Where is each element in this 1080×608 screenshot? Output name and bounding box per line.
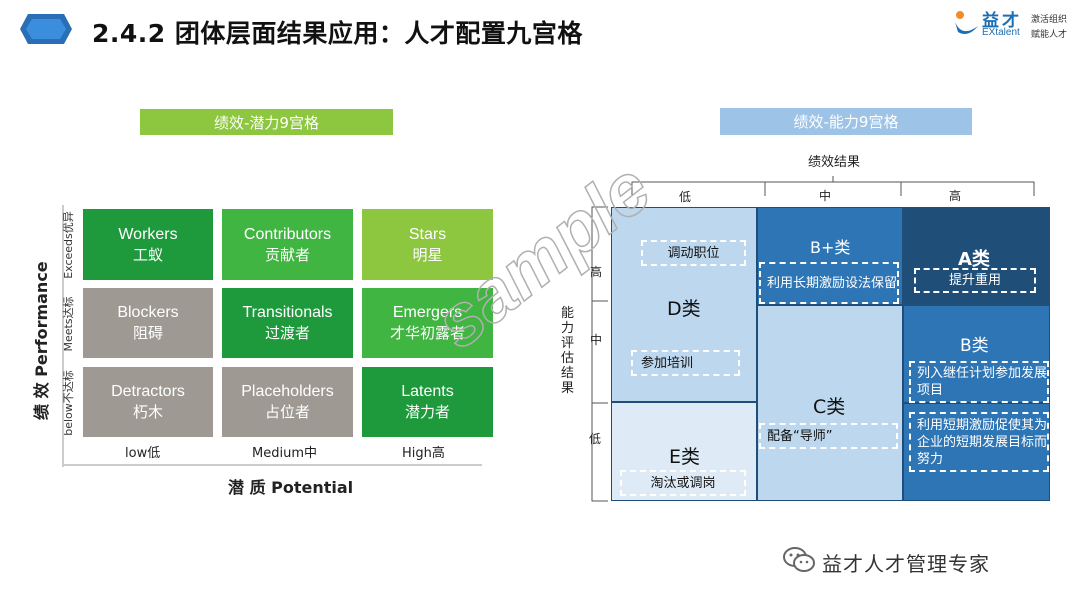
e-label: E类 xyxy=(669,446,701,468)
cell-en: Workers xyxy=(118,225,178,243)
c-label: C类 xyxy=(813,396,846,418)
cell-en: Contributors xyxy=(243,225,332,243)
cell-cn: 贡献者 xyxy=(264,245,310,264)
cell-en: Detractors xyxy=(111,383,185,400)
cell-cn: 明星 xyxy=(412,245,443,264)
slogan-line-2: 赋能人才 xyxy=(1031,30,1068,40)
col-high: 高 xyxy=(949,189,962,203)
cell-en: Blockers xyxy=(117,304,179,321)
y-tick-exceeds: Exceeds优异 xyxy=(62,211,75,279)
page-title: 2.4.2 团体层面结果应用：人才配置九宫格 xyxy=(92,19,583,48)
cell-transitionals: Transitionals 过渡者 xyxy=(222,288,353,358)
cell-bplus xyxy=(757,207,903,305)
left-banner: 绩效-潜力9宫格 xyxy=(140,109,393,135)
c-action: 配备“导师” xyxy=(759,423,898,449)
cell-a xyxy=(903,207,1050,305)
cell-blockers: Blockers 阻碍 xyxy=(83,288,213,358)
col-mid: 中 xyxy=(819,189,832,203)
cell-cn: 占位者 xyxy=(264,403,310,421)
cell-e xyxy=(611,402,757,501)
cell-detractors: Detractors 朽木 xyxy=(83,367,213,437)
brand-logo-icon xyxy=(952,8,982,45)
row-mid: 中 xyxy=(590,333,603,347)
x-tick-high: High高 xyxy=(402,446,445,461)
cell-cn: 朽木 xyxy=(132,403,163,421)
bplus-label: B+类 xyxy=(810,238,851,257)
row-low: 低 xyxy=(589,432,602,446)
b-action: 列入继任计划参加发展项目 xyxy=(909,361,1049,403)
slogan-line-1: 激活组织 xyxy=(1031,15,1068,25)
a-label: A类 xyxy=(958,249,990,270)
column-bracket xyxy=(631,176,1035,196)
e-action: 淘汰或调岗 xyxy=(620,470,746,496)
col-group-label: 绩效结果 xyxy=(808,155,861,170)
row-high: 高 xyxy=(590,265,603,279)
c-action-2: 利用短期激励促使其为企业的短期发展目标而努力 xyxy=(909,412,1049,472)
d-action-1: 调动职位 xyxy=(641,240,746,266)
y-tick-meets: Meets达标 xyxy=(62,296,75,352)
cell-cn: 才华初露者 xyxy=(389,324,465,342)
footer-account: 益才人才管理专家 xyxy=(822,552,990,576)
x-axis-title: 潜 质 Potential xyxy=(228,478,354,497)
brand-en: EXtalent xyxy=(982,27,1020,38)
cell-en: Placeholders xyxy=(241,383,334,400)
cell-d xyxy=(611,207,757,402)
cell-en: Stars xyxy=(408,225,447,243)
cell-cn: 工蚁 xyxy=(132,245,163,264)
right-banner: 绩效-能力9宫格 xyxy=(720,108,972,135)
cell-c xyxy=(757,305,903,501)
x-tick-low: low低 xyxy=(125,446,161,461)
d-action-2: 参加培训 xyxy=(631,350,740,376)
cell-en: Latents xyxy=(401,383,454,400)
brand-name: 益才 xyxy=(982,11,1022,31)
y-axis-line xyxy=(62,205,64,467)
cell-en: Emergers xyxy=(392,304,463,321)
x-tick-medium: Medium中 xyxy=(252,446,317,461)
cell-cn: 过渡者 xyxy=(264,324,310,342)
row-group-label: 能力评估结果 xyxy=(561,306,575,396)
cell-cn: 潜力者 xyxy=(404,403,450,421)
cell-contributors: Contributors 贡献者 xyxy=(222,209,353,280)
cell-workers: Workers 工蚁 xyxy=(83,209,213,280)
d-label: D类 xyxy=(667,298,701,320)
cell-stars: Stars 明星 xyxy=(362,209,493,280)
y-tick-below: below不达标 xyxy=(62,370,75,436)
bplus-action: 利用长期激励设法保留 xyxy=(759,262,899,304)
row-bracket xyxy=(591,206,608,502)
cell-latents: Latents 潜力者 xyxy=(362,367,493,437)
header-hexagon-icon xyxy=(18,12,74,51)
y-axis-title: 绩 效 Performance xyxy=(32,261,51,420)
a-action: 提升重用 xyxy=(914,268,1036,293)
cell-en: Transitionals xyxy=(242,304,333,321)
cell-emergers: Emergers 才华初露者 xyxy=(362,288,493,358)
cell-cn: 阻碍 xyxy=(132,324,163,342)
cell-c-ext xyxy=(903,403,1050,501)
col-low: 低 xyxy=(679,190,692,204)
cell-placeholders: Placeholders 占位者 xyxy=(222,367,353,437)
b-label: B类 xyxy=(960,336,989,356)
wechat-icon xyxy=(782,546,816,579)
x-axis-line xyxy=(62,464,482,466)
